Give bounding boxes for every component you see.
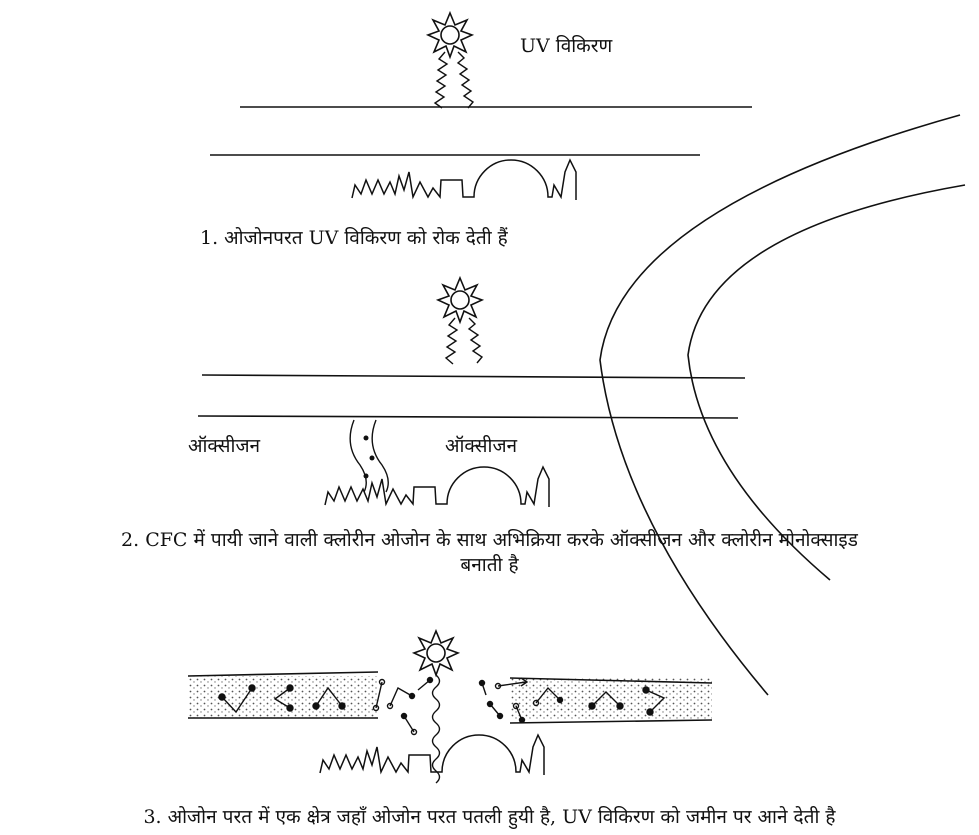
- city-skyline: [324, 465, 550, 507]
- city-skyline: [319, 733, 545, 775]
- cfc-smoke-plume: [349, 419, 389, 493]
- uv-ray-through-hole: [431, 674, 441, 784]
- panel3-caption: 3. ओजोन परत में एक क्षेत्र जहाँ ओजोन परत…: [143, 806, 836, 828]
- ozone-molecules: [218, 676, 666, 736]
- uv-ray-left: [444, 317, 459, 365]
- sun-icon: [435, 275, 485, 325]
- uv-ray-right: [456, 51, 475, 109]
- ozone-layer-bottom-line: [197, 415, 739, 419]
- earth-outer-arc: [599, 114, 961, 696]
- oxygen-label-left: ऑक्सीजन: [188, 435, 261, 457]
- earth-inner-arc: [687, 184, 966, 581]
- city-skyline: [351, 158, 577, 200]
- ozone-layer-top-line: [187, 671, 379, 677]
- oxygen-label-right: ऑक्सीजन: [445, 435, 518, 457]
- panel1-caption: 1. ओजोनपरत UV विकिरण को रोक देती हैं: [200, 227, 508, 249]
- uv-radiation-label: UV विकिरण: [520, 35, 613, 57]
- ozone-layer-top-line: [509, 677, 713, 684]
- sun-icon: [425, 10, 475, 60]
- ozone-band-right: [510, 678, 712, 720]
- ozone-layer-bottom-line: [509, 719, 713, 724]
- ozone-band-left: [188, 676, 378, 718]
- cfc-particle: [363, 435, 369, 441]
- cfc-particle: [363, 473, 369, 479]
- sun-icon: [411, 628, 461, 678]
- uv-ray-left: [433, 51, 449, 109]
- panel2-caption-line1: 2. CFC में पायी जाने वाली क्लोरीन ओजोन क…: [121, 529, 858, 551]
- panel2-caption-line2: बनाती है: [460, 554, 519, 576]
- uv-ray-right: [467, 317, 484, 364]
- cfc-particle: [369, 455, 375, 461]
- ozone-layer-top-line: [201, 374, 746, 379]
